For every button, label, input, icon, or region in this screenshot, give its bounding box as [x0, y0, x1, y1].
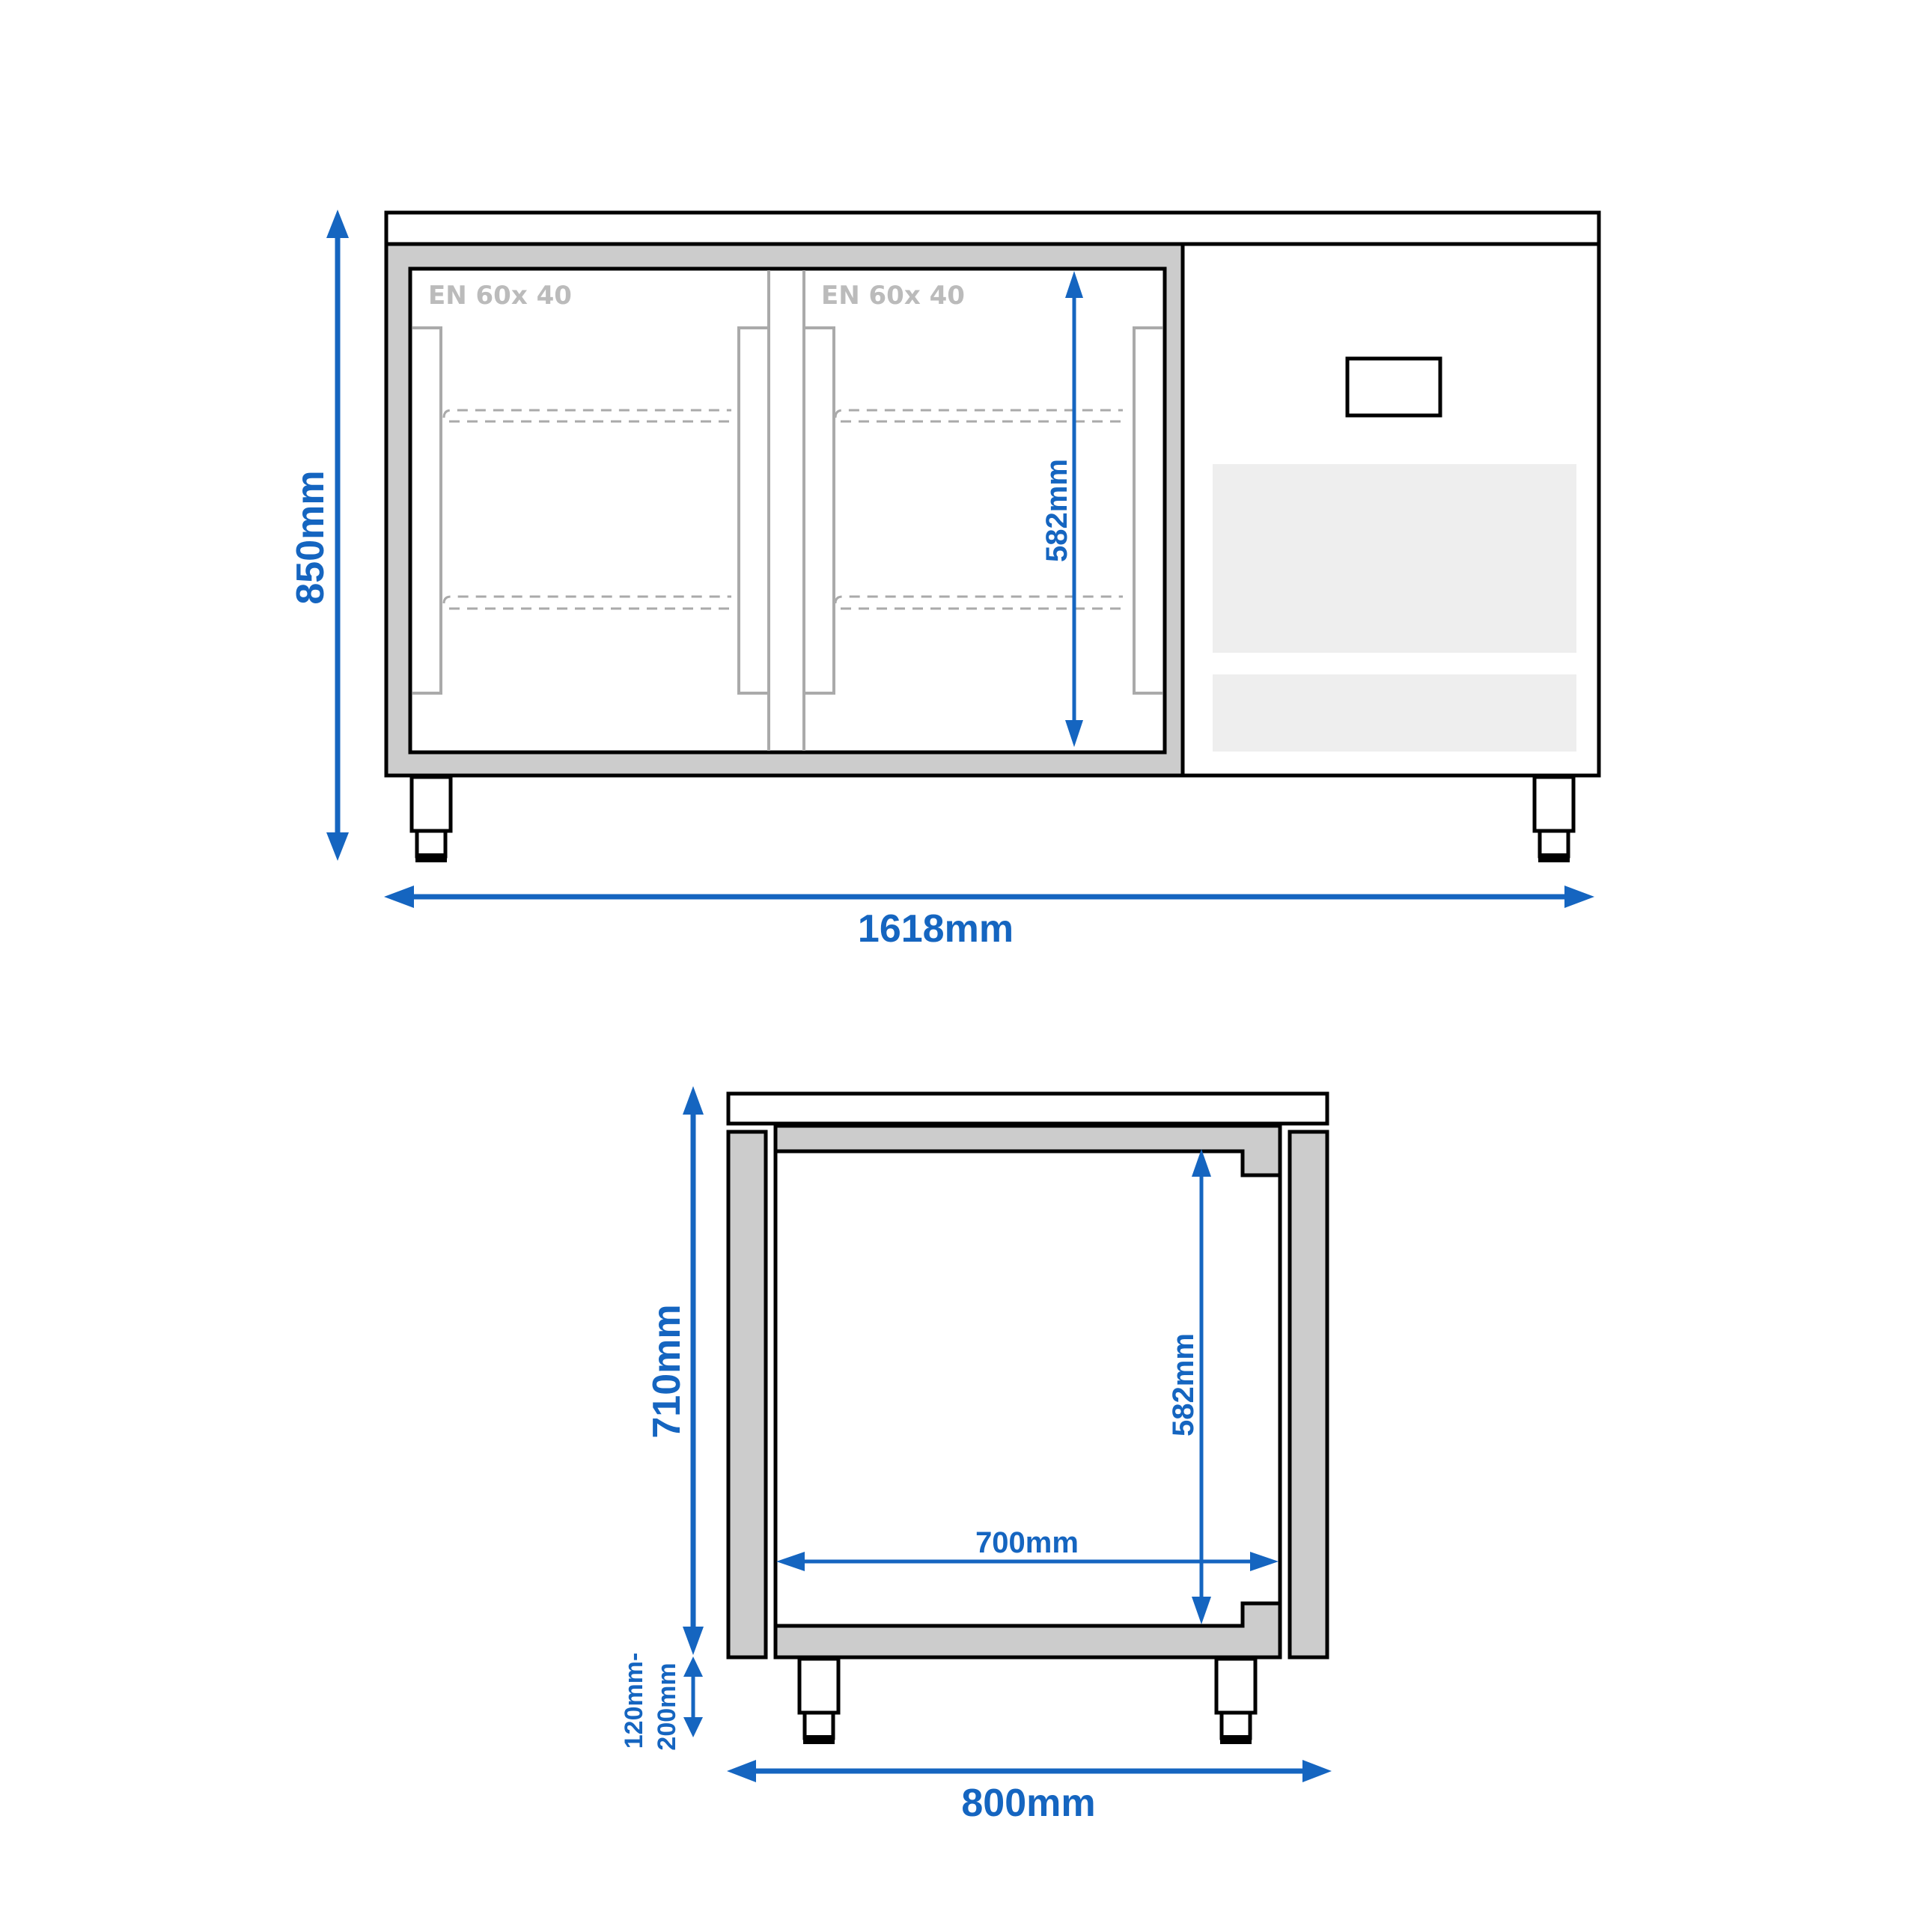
door1-gn-label: EN 60x 40: [428, 281, 572, 311]
dimension-interior-width-700: 700mm: [776, 1526, 1279, 1571]
interior-height-582-label-side: 582mm: [1167, 1333, 1200, 1436]
side-interior-cavity: [773, 1149, 1282, 1628]
side-right-leg: [1214, 1657, 1258, 1744]
dimension-width-800: 800mm: [727, 1760, 1332, 1825]
door2-gn-label: EN 60x 40: [821, 281, 965, 311]
interior-height-582-label-front: 582mm: [1040, 459, 1073, 562]
side-panel-right: [1288, 1130, 1329, 1660]
side-view: 582mm 700mm 710mm 120mm- 200mm: [620, 1086, 1332, 1825]
dimension-interior-height-front: 582mm: [1040, 271, 1083, 747]
door1-left-handle: [412, 326, 442, 695]
dimension-leg-height: 120mm- 200mm: [620, 1653, 703, 1751]
width-1618-label: 1618mm: [858, 907, 1014, 951]
dimension-interior-height-side: 582mm: [1167, 1149, 1211, 1624]
dimension-height-710: 710mm: [645, 1086, 704, 1655]
dimension-height-850: 850mm: [289, 210, 349, 861]
glass-door-area: [408, 266, 1167, 755]
front-countertop: [384, 210, 1601, 246]
side-panel-left: [726, 1130, 768, 1660]
vent-panel-upper: [1213, 464, 1576, 653]
door1-right-handle: [737, 326, 767, 695]
interior-width-700-label: 700mm: [975, 1526, 1079, 1559]
door2-left-handle: [805, 326, 835, 695]
control-display: [1345, 356, 1442, 418]
side-countertop: [726, 1091, 1329, 1126]
front-left-leg: [409, 775, 453, 862]
dimension-width-1618: 1618mm: [384, 886, 1594, 951]
front-view: EN 60x 40 EN 60x 40 850mm: [289, 210, 1601, 951]
leg-height-label-line1: 120mm-: [620, 1653, 648, 1749]
height-850-label: 850mm: [289, 470, 332, 604]
width-800-label: 800mm: [961, 1782, 1095, 1825]
door2-right-handle: [1133, 326, 1162, 695]
side-left-leg: [797, 1657, 841, 1744]
leg-height-label-line2: 200mm: [653, 1663, 681, 1750]
front-right-leg: [1532, 775, 1576, 862]
vent-panel-lower: [1213, 674, 1576, 752]
height-710-label: 710mm: [645, 1304, 689, 1438]
